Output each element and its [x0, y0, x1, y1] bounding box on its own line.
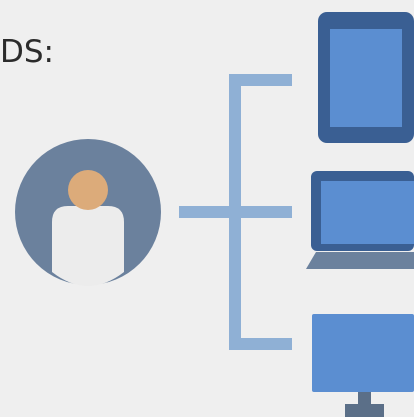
- monitor-foot: [345, 404, 384, 417]
- avatar-head: [68, 170, 108, 210]
- user-avatar-icon: [15, 139, 161, 286]
- desktop-monitor-icon: [312, 314, 414, 417]
- tablet-icon: [318, 12, 414, 143]
- connector-lines: [179, 74, 292, 350]
- monitor-screen: [312, 314, 414, 392]
- laptop-icon: [306, 171, 414, 269]
- caption: DS:: [0, 34, 54, 70]
- avatar-body: [52, 206, 124, 286]
- monitor-neck: [358, 392, 371, 404]
- laptop-screen: [321, 181, 414, 244]
- tablet-screen: [330, 29, 402, 127]
- laptop-base: [306, 252, 414, 269]
